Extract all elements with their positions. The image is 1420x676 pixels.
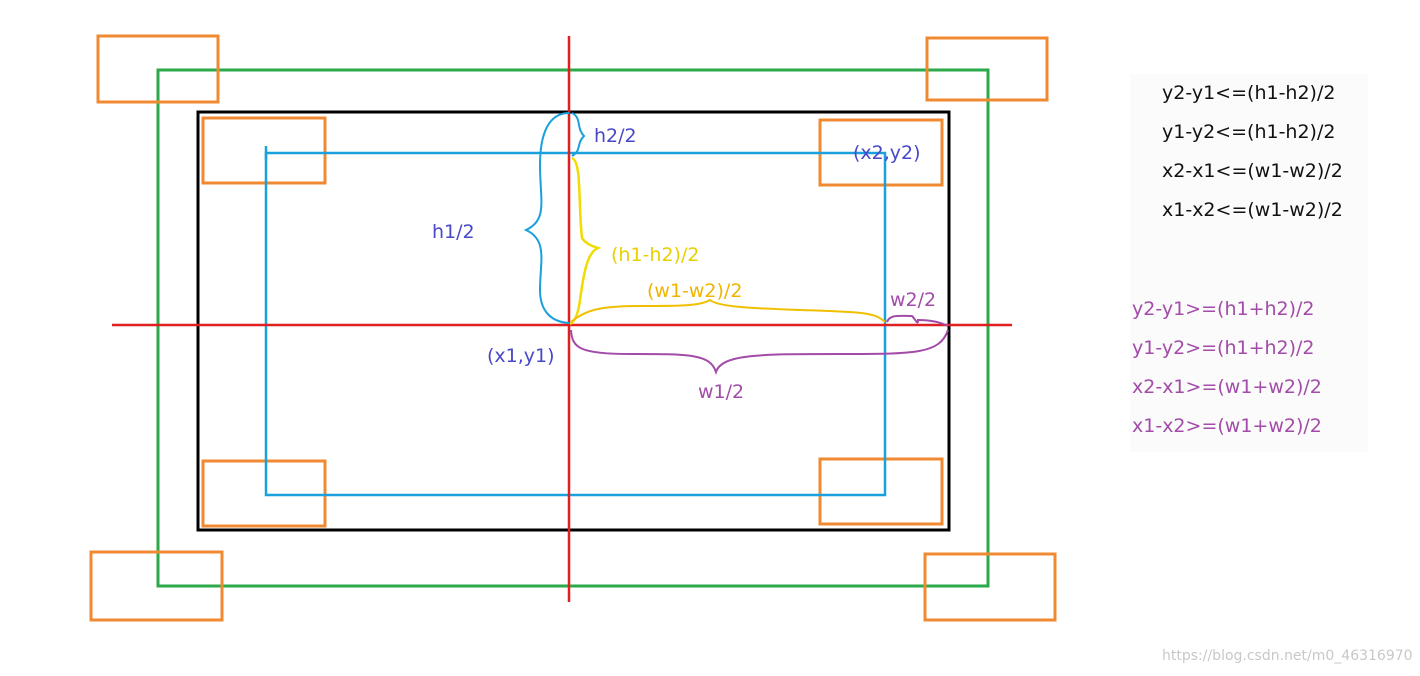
small-rect-outside-bottom-right bbox=[923, 552, 1057, 622]
outer-boundary-rect bbox=[156, 68, 990, 588]
outside-condition-1: y2-y1>=(h1+h2)/2 bbox=[1132, 298, 1315, 320]
small-rect-inside-bottom-right bbox=[818, 457, 944, 526]
inside-condition-3: x2-x1<=(w1-w2)/2 bbox=[1162, 160, 1343, 182]
w2-half-label: w2/2 bbox=[890, 289, 936, 311]
h1-half-label: h1/2 bbox=[432, 221, 475, 243]
h-diff-label: (h1-h2)/2 bbox=[611, 244, 699, 266]
w-diff-label: (w1-w2)/2 bbox=[647, 280, 742, 302]
small-rect-outside-top-right bbox=[925, 36, 1049, 102]
small-rect-outside-bottom-left bbox=[89, 550, 224, 622]
w2-half-brace bbox=[886, 314, 949, 327]
w1-half-label: w1/2 bbox=[698, 381, 744, 403]
outside-condition-3: x2-x1>=(w1+w2)/2 bbox=[1132, 376, 1322, 398]
inside-condition-1: y2-y1<=(h1-h2)/2 bbox=[1162, 82, 1336, 104]
conditions-panel bbox=[1130, 74, 1368, 452]
small-rect-outside-top-left bbox=[96, 34, 220, 104]
center-point-label: (x1,y1) bbox=[487, 345, 555, 367]
h-diff-brace bbox=[569, 156, 602, 326]
inside-condition-2: y1-y2<=(h1-h2)/2 bbox=[1162, 121, 1336, 143]
h1-half-brace bbox=[523, 112, 570, 324]
outside-condition-2: y1-y2>=(h1+h2)/2 bbox=[1132, 337, 1315, 359]
watermark: https://blog.csdn.net/m0_46316970 bbox=[1162, 648, 1413, 664]
w1-half-brace bbox=[570, 329, 949, 376]
small-rect-inside-bottom-left bbox=[201, 459, 327, 528]
inside-condition-4: x1-x2<=(w1-w2)/2 bbox=[1162, 199, 1343, 221]
outside-condition-4: x1-x2>=(w1+w2)/2 bbox=[1132, 415, 1322, 437]
main-rect bbox=[196, 110, 951, 532]
small-rect-inside-top-left bbox=[201, 116, 327, 185]
h2-half-label: h2/2 bbox=[594, 125, 637, 147]
w-diff-brace bbox=[570, 298, 886, 323]
point2-label: (x2,y2) bbox=[853, 142, 921, 164]
h2-half-brace bbox=[571, 112, 586, 157]
